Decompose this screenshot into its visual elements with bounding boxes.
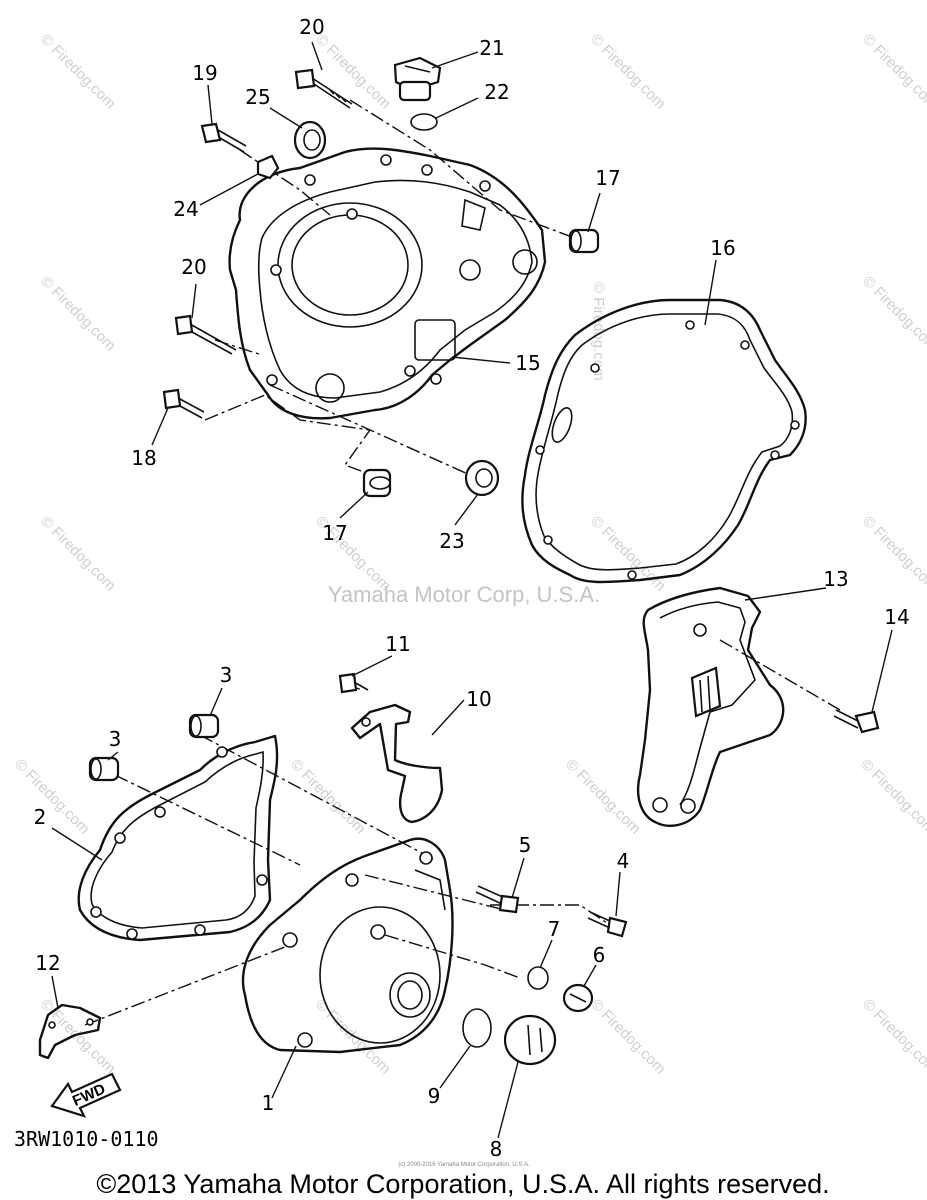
callout-23: 23 (439, 529, 464, 553)
copyright-notice: ©2013 Yamaha Motor Corporation, U.S.A. A… (96, 1169, 829, 1199)
credit-text: Yamaha Motor Corp, U.S.A. (328, 582, 600, 607)
watermark: © Firedog.com (857, 756, 927, 838)
watermark: © Firedog.com (11, 756, 93, 838)
gasket-crankcase (521, 298, 807, 584)
fwd-arrow-icon: FWD (50, 1072, 122, 1118)
watermark: © Firedog.com (287, 756, 369, 838)
oil-seal-23 (464, 459, 500, 497)
bracket-10 (350, 703, 444, 824)
o-ring-7 (527, 966, 549, 990)
upper-small-parts (162, 56, 600, 498)
callout-18: 18 (131, 446, 156, 470)
bolt-14 (833, 709, 880, 734)
callout-5: 5 (519, 833, 532, 857)
bolt-18 (162, 388, 205, 419)
o-ring-22 (410, 113, 438, 131)
fwd-label: FWD (70, 1080, 108, 1109)
bolt-19 (200, 122, 247, 153)
dowel-pin-3-upper (188, 713, 220, 739)
generator-cover (241, 837, 454, 1054)
callout-20: 20 (181, 255, 206, 279)
callout-8: 8 (490, 1137, 503, 1161)
callout-22: 22 (484, 80, 509, 104)
dowel-pin-3-lower (88, 756, 120, 782)
diagram-code: 3RW1010-0110 (14, 1127, 159, 1151)
callout-17: 17 (595, 166, 620, 190)
watermark: © Firedog.com (587, 996, 669, 1078)
callout-20: 20 (299, 15, 324, 39)
crankcase-cover-right (228, 147, 547, 420)
callout-15: 15 (515, 351, 540, 375)
drive-sprocket-cover (636, 586, 785, 827)
bolt-11 (338, 672, 369, 694)
watermark: © Firedog.com (312, 31, 394, 113)
small-print: (c) 2000-2016 Yamaha Motor Corporation, … (398, 1162, 530, 1168)
gasket-generator-cover (77, 734, 279, 942)
bolt-4 (587, 911, 628, 938)
o-ring-9 (462, 1008, 492, 1048)
watermark: © Firedog.com (562, 756, 644, 838)
callout-14: 14 (884, 605, 909, 629)
leader-lines (51, 41, 893, 1139)
clip-24 (256, 154, 280, 180)
watermark-layer: © Firedog.com © Firedog.com © Firedog.co… (11, 31, 927, 1078)
callout-9: 9 (428, 1084, 441, 1108)
cable-guide-12 (38, 1003, 102, 1060)
oil-filler-plug (393, 56, 442, 102)
callout-6: 6 (593, 943, 606, 967)
bolt-20-upper (294, 68, 353, 109)
callout-3: 3 (109, 727, 122, 751)
watermark: © Firedog.com (37, 273, 119, 355)
callout-labels: 20 21 22 19 25 24 17 20 16 15 18 17 23 1… (34, 15, 910, 1161)
watermark: © Firedog.com (859, 996, 927, 1078)
callout-17: 17 (322, 521, 347, 545)
watermark: © Firedog.com (859, 513, 927, 595)
dowel-pin-17-lower (362, 468, 392, 498)
callout-25: 25 (245, 85, 270, 109)
oil-seal-25 (293, 120, 327, 160)
callout-16: 16 (710, 236, 735, 260)
watermark: © Firedog.com (859, 31, 927, 113)
watermark: © Firedog.com (590, 282, 607, 381)
watermark: © Firedog.com (587, 31, 669, 113)
callout-2: 2 (34, 805, 47, 829)
plug-6 (562, 983, 594, 1013)
watermark: © Firedog.com (37, 31, 119, 113)
callout-4: 4 (617, 849, 630, 873)
callout-19: 19 (192, 61, 217, 85)
watermark: © Firedog.com (859, 273, 927, 355)
callout-11: 11 (385, 632, 410, 656)
callout-13: 13 (823, 567, 848, 591)
callout-12: 12 (35, 951, 60, 975)
callout-1: 1 (262, 1091, 275, 1115)
bolt-20-lower (174, 314, 237, 355)
callout-24: 24 (173, 197, 198, 221)
crankshaft-end-cover-8 (503, 1014, 557, 1066)
callout-10: 10 (466, 687, 491, 711)
callout-3: 3 (220, 663, 233, 687)
callout-21: 21 (479, 36, 504, 60)
callout-7: 7 (548, 917, 561, 941)
dowel-pin-17-upper (568, 228, 600, 254)
watermark: © Firedog.com (37, 513, 119, 595)
